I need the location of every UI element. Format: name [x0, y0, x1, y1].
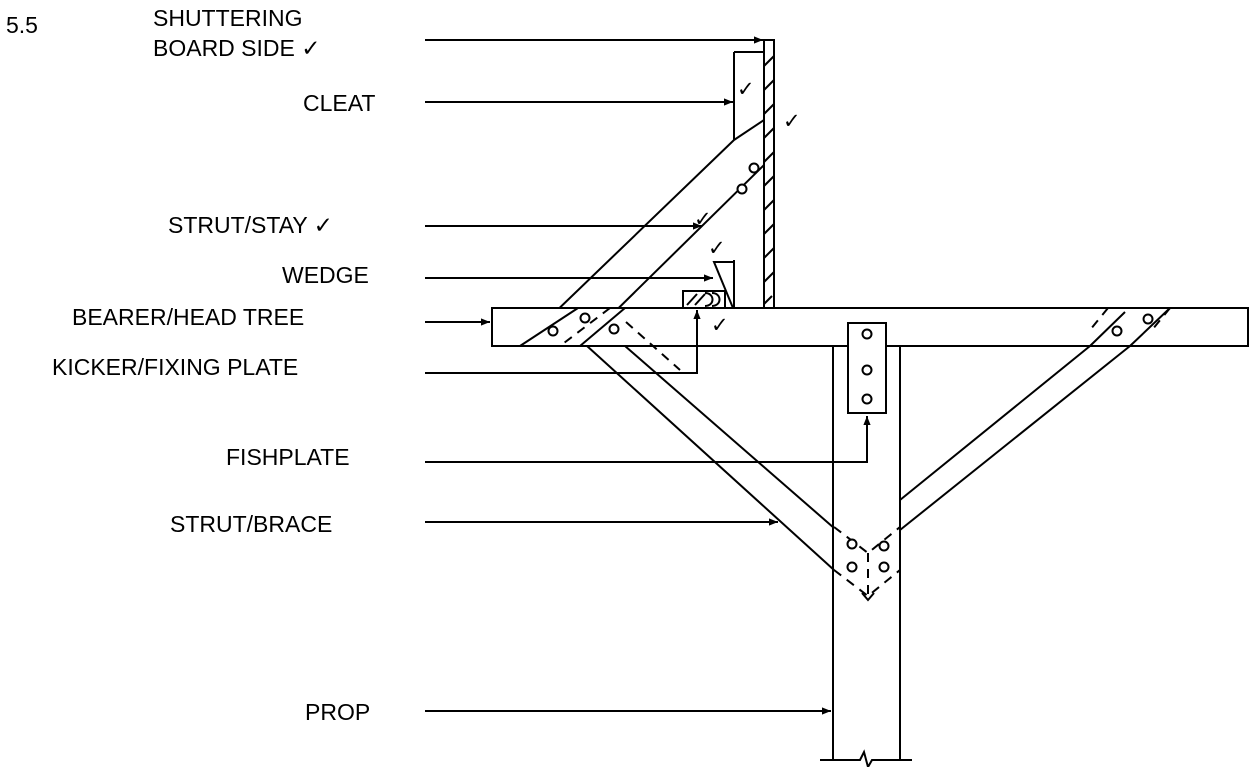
- question-number: 5.5: [6, 12, 38, 38]
- check-mark-board: ✓: [783, 109, 801, 133]
- prop: [820, 346, 912, 767]
- label-shuttering-line1: SHUTTERING: [153, 5, 303, 31]
- shuttering-board-side: [763, 39, 775, 309]
- kicker-fixing-plate: [682, 290, 726, 309]
- check-mark-strut-stay: ✓: [694, 207, 712, 231]
- arrow-fishplate: [425, 416, 871, 463]
- check-mark-wedge: ✓: [708, 236, 726, 260]
- strut-brace-left: [586, 345, 835, 571]
- fishplate: [847, 322, 887, 414]
- leader-arrows: [425, 36, 871, 715]
- label-strut-stay: STRUT/STAY ✓: [168, 212, 333, 238]
- check-mark-cleat: ✓: [737, 77, 755, 101]
- check-mark-kicker: ✓: [711, 313, 729, 337]
- label-fishplate: FISHPLATE: [226, 444, 350, 470]
- arrow-kicker: [425, 310, 701, 374]
- label-bearer-head-tree: BEARER/HEAD TREE: [72, 304, 304, 330]
- label-wedge: WEDGE: [282, 262, 369, 288]
- label-prop: PROP: [305, 699, 370, 725]
- brace-prop-joint: [833, 526, 901, 602]
- strut-brace-right: [899, 345, 1131, 531]
- label-strut-brace: STRUT/BRACE: [170, 511, 332, 537]
- label-kicker-fixing-plate: KICKER/FIXING PLATE: [52, 354, 298, 380]
- label-shuttering-line2: BOARD SIDE ✓: [153, 35, 321, 61]
- label-cleat: CLEAT: [303, 90, 375, 116]
